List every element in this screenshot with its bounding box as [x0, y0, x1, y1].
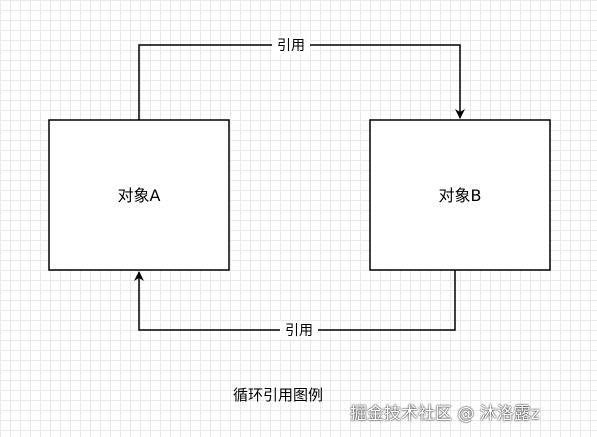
edge-label-bottom-text: 引用: [285, 323, 313, 339]
edge-label-bottom: 引用: [280, 321, 318, 339]
node-object-a-label: 对象A: [118, 186, 161, 205]
watermark: 掘金技术社区 @ 沐洛露z: [350, 404, 540, 424]
node-object-b-label: 对象B: [439, 186, 482, 205]
edge-label-top-text: 引用: [277, 38, 305, 54]
edge-a-to-b: [138, 44, 465, 120]
diagram-caption: 循环引用图例: [233, 386, 324, 404]
edge-label-top: 引用: [272, 36, 310, 54]
node-object-a: 对象A: [48, 119, 230, 271]
node-object-b: 对象B: [369, 119, 551, 271]
